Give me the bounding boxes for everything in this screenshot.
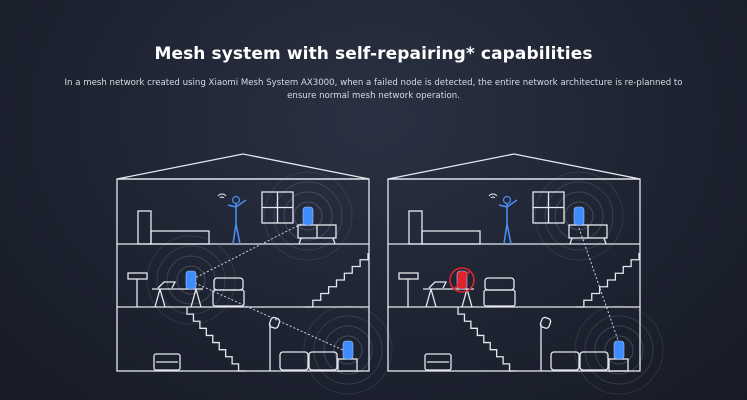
staircase-upper [305, 253, 369, 308]
signal-waves [263, 171, 353, 261]
staircase-upper [576, 253, 640, 308]
armchair-back [213, 277, 244, 291]
lamp-head [539, 316, 552, 329]
router-node-top [573, 206, 585, 226]
signal-waves [564, 201, 594, 231]
lamp-head [268, 316, 281, 329]
staircase-lower [457, 307, 516, 372]
roof [116, 153, 370, 180]
signal-waves [554, 191, 604, 241]
wifi-icon [217, 193, 227, 199]
printer [424, 353, 452, 371]
signal-waves [283, 191, 333, 241]
signal-waves [594, 325, 644, 375]
armchair-back [484, 277, 515, 291]
signal-waves [166, 255, 216, 305]
signal-waves [574, 305, 664, 395]
armchair-seat [483, 289, 516, 307]
signal-waves [273, 181, 343, 251]
bed-headboard [137, 210, 152, 245]
sofa-right [579, 351, 609, 371]
router-node-bottom [342, 340, 354, 360]
desk-legs [425, 288, 473, 308]
failed-node-prohibit-icon [449, 267, 475, 293]
signal-waves [323, 325, 373, 375]
person-body [498, 199, 518, 245]
person-body [227, 199, 247, 245]
printer [153, 353, 181, 371]
mesh-link [578, 227, 620, 344]
signal-waves [333, 335, 363, 365]
roof [387, 153, 641, 180]
bed-headboard [408, 210, 423, 245]
house-walls [387, 178, 641, 372]
wifi-icon [488, 193, 498, 199]
router-node-middle [185, 270, 197, 290]
bed [150, 230, 210, 245]
mesh-link [194, 221, 306, 279]
wall-sign [127, 272, 148, 280]
signal-waves [293, 201, 323, 231]
desk-legs [154, 288, 202, 308]
person-head [231, 195, 241, 205]
signal-waves [303, 305, 393, 395]
sofa-left [279, 351, 309, 371]
dresser-legs [298, 237, 336, 245]
sofa-left [550, 351, 580, 371]
failed-node-slash [453, 270, 471, 290]
page-description: In a mesh network created using Xiaomi M… [64, 78, 683, 101]
router-stand [337, 358, 358, 372]
signal-waves [544, 181, 614, 251]
page-title: Mesh system with self-repairing* capabil… [154, 44, 593, 64]
signal-waves [604, 335, 634, 365]
router-node-top [302, 206, 314, 226]
router-stand [608, 358, 629, 372]
laptop [428, 281, 448, 289]
signal-waves [534, 171, 624, 261]
staircase-lower [186, 307, 245, 372]
mesh-link [194, 282, 344, 351]
house-normal-mesh [116, 153, 393, 395]
signal-waves [584, 315, 654, 385]
laptop [157, 281, 177, 289]
armchair-seat [212, 289, 245, 307]
house-self-repaired-mesh [387, 153, 664, 395]
signal-waves [176, 265, 206, 295]
dresser-legs [569, 237, 607, 245]
signal-waves [146, 235, 236, 325]
sofa-right [308, 351, 338, 371]
house-walls [116, 178, 370, 372]
signal-waves [313, 315, 383, 385]
wall-sign [398, 272, 419, 280]
person-head [502, 195, 512, 205]
router-node-bottom [613, 340, 625, 360]
bed [421, 230, 481, 245]
